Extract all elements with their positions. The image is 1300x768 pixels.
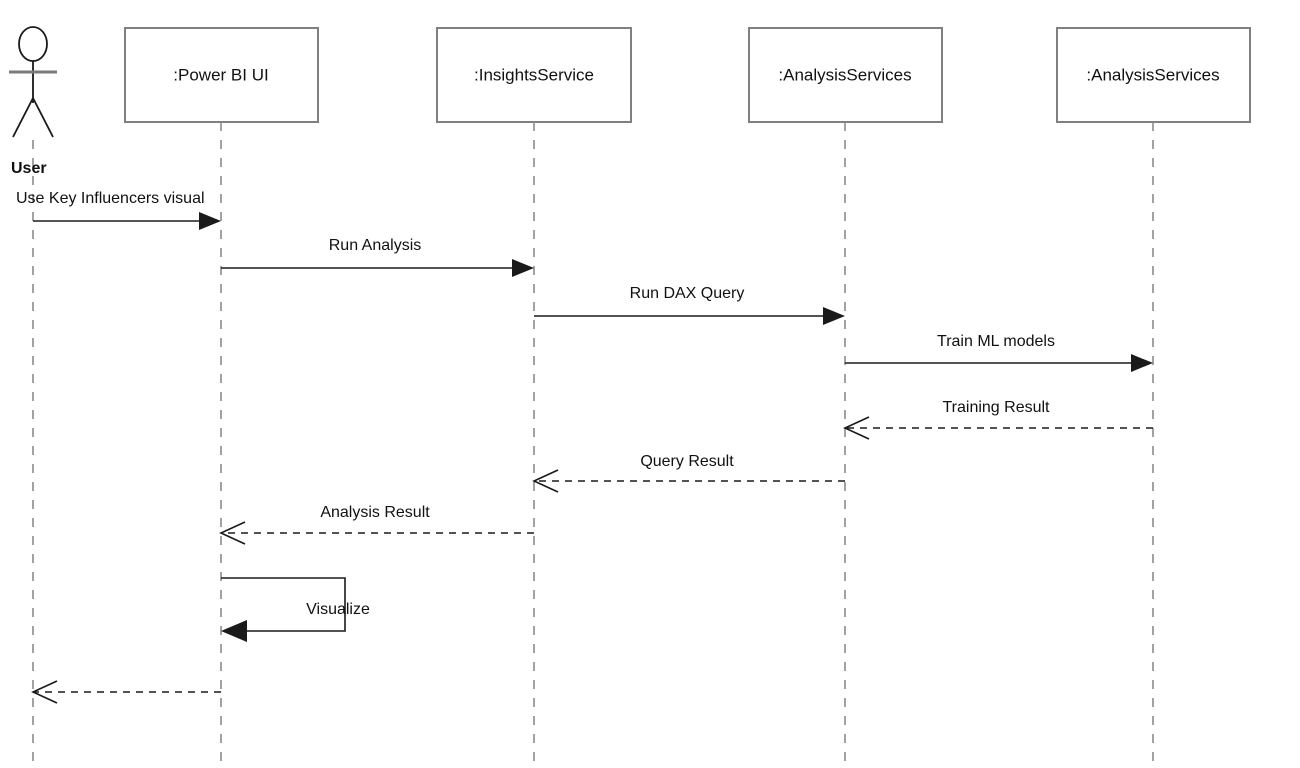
arrowhead-open-icon — [532, 469, 559, 493]
message-train-ml-models[interactable]: Train ML models — [845, 333, 1153, 372]
message-visualize-self[interactable]: Visualize — [221, 577, 370, 642]
participant-box-analysisservices-1[interactable] — [748, 27, 943, 123]
message-label: Run Analysis — [329, 237, 422, 254]
message-label: Visualize — [306, 601, 370, 618]
message-label: Training Result — [942, 399, 1050, 416]
actor-label: User — [11, 160, 47, 177]
arrowhead-filled-icon — [199, 212, 221, 230]
message-return-to-user[interactable] — [31, 680, 221, 704]
actor-user[interactable]: User — [9, 26, 57, 768]
participant-label-analysisservices-2: :AnalysisServices — [1086, 65, 1219, 84]
self-message-loop-line — [221, 577, 346, 632]
participant-analysisservices-2[interactable]: :AnalysisServices — [1056, 27, 1251, 768]
message-label: Analysis Result — [320, 504, 430, 521]
message-training-result[interactable]: Training Result — [843, 399, 1153, 440]
participant-label-insightsservice: :InsightsService — [474, 65, 594, 84]
message-use-key-influencers-visual[interactable]: Use Key Influencers visual — [16, 190, 221, 230]
message-run-dax-query[interactable]: Run DAX Query — [534, 285, 845, 325]
actor-leg-left-icon — [12, 97, 34, 138]
arrowhead-open-icon — [219, 521, 246, 545]
arrowhead-open-icon — [843, 416, 870, 440]
message-run-analysis[interactable]: Run Analysis — [221, 237, 534, 277]
arrowhead-filled-icon — [512, 259, 534, 277]
participant-analysisservices-1[interactable]: :AnalysisServices — [748, 27, 943, 768]
participant-label-analysisservices-1: :AnalysisServices — [778, 65, 911, 84]
message-label: Run DAX Query — [630, 285, 745, 302]
message-query-result[interactable]: Query Result — [532, 453, 845, 493]
message-label: Query Result — [640, 453, 734, 470]
participant-insightsservice[interactable]: :InsightsService — [436, 27, 632, 768]
actor-head-icon — [18, 26, 48, 62]
participant-box-powerbi[interactable] — [124, 27, 319, 123]
participant-box-analysisservices-2[interactable] — [1056, 27, 1251, 123]
participant-powerbi[interactable]: :Power BI UI — [124, 27, 319, 768]
message-label: Train ML models — [937, 333, 1055, 350]
arrowhead-filled-icon — [221, 620, 247, 642]
actor-leg-right-icon — [32, 97, 54, 138]
arrowhead-open-icon — [31, 680, 58, 704]
arrowhead-filled-icon — [823, 307, 845, 325]
participant-label-powerbi: :Power BI UI — [173, 65, 268, 84]
message-label: Use Key Influencers visual — [16, 190, 205, 207]
arrowhead-filled-icon — [1131, 354, 1153, 372]
message-analysis-result[interactable]: Analysis Result — [219, 504, 534, 545]
